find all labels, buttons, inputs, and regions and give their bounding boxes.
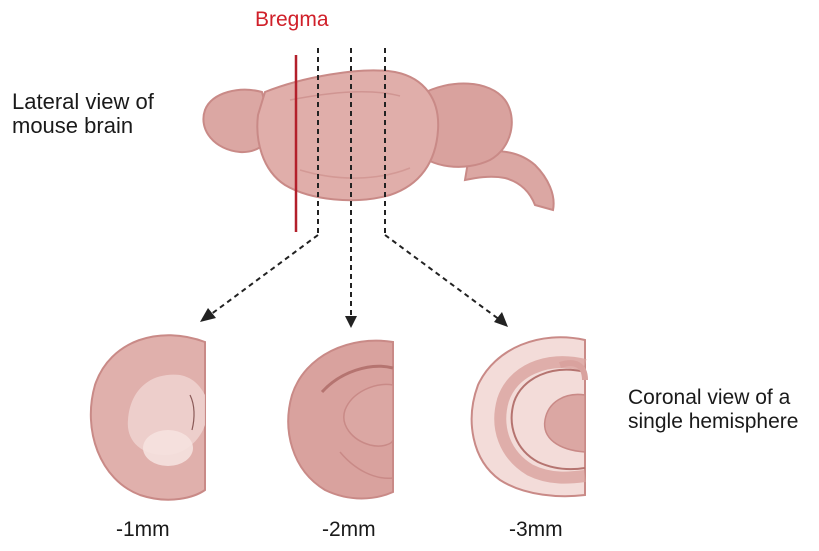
lateral-brain xyxy=(203,70,553,210)
coronal-section-3mm xyxy=(472,337,585,496)
lateral-view-line1: Lateral view of xyxy=(12,90,154,114)
lateral-view-line2: mouse brain xyxy=(12,114,154,138)
arrow-3-shaft xyxy=(385,235,500,320)
section-label-2mm: -2mm xyxy=(322,518,376,542)
coronal-view-label: Coronal view of a single hemisphere xyxy=(628,386,798,434)
arrow-3-head xyxy=(494,312,508,327)
cortex xyxy=(257,70,438,200)
section-label-1mm: -1mm xyxy=(116,518,170,542)
arrow-2-head xyxy=(345,316,357,328)
lateral-view-label: Lateral view of mouse brain xyxy=(12,90,154,138)
arrow-1-shaft xyxy=(210,235,318,315)
section-label-3mm: -3mm xyxy=(509,518,563,542)
coronal-section-1mm xyxy=(91,335,205,500)
coronal-view-line1: Coronal view of a xyxy=(628,386,798,410)
coronal-view-line2: single hemisphere xyxy=(628,410,798,434)
arrow-1-head xyxy=(200,308,216,322)
coronal-section-2mm xyxy=(288,341,393,499)
bregma-label: Bregma xyxy=(255,8,329,32)
